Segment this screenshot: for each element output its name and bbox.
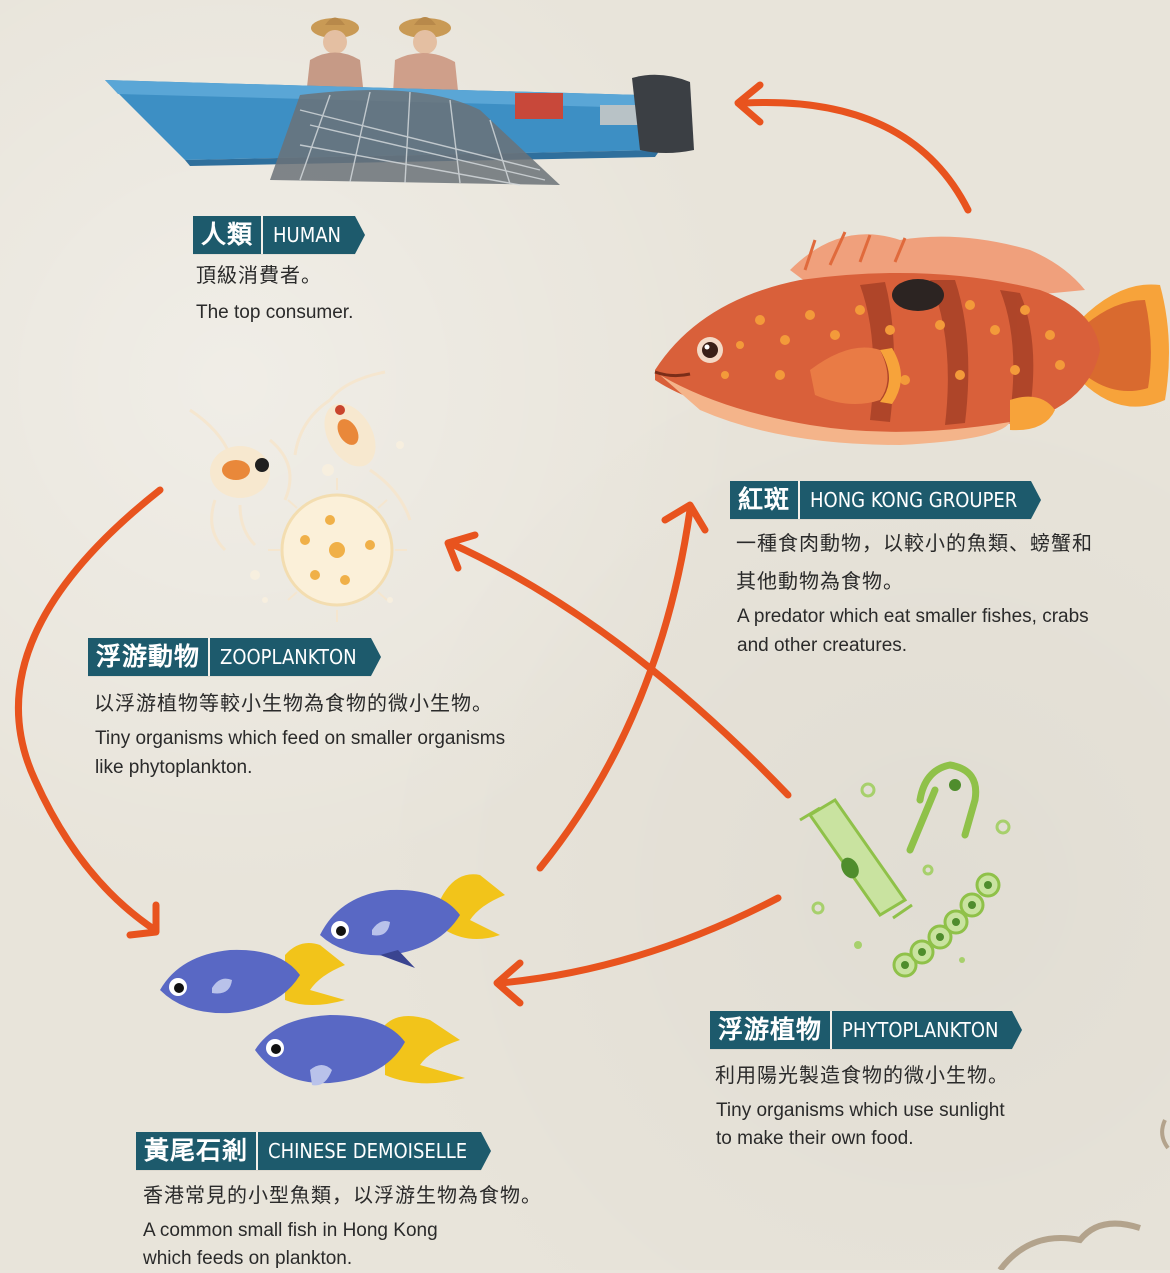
- human-label: 人類 HUMAN: [193, 216, 366, 254]
- grouper-desc-en-line1: A predator which eat smaller fishes, cra…: [737, 606, 1089, 627]
- zooplankton-label-en: ZOOPLANKTON: [208, 638, 371, 676]
- demoiselle-label: 黃尾石剎 CHINESE DEMOISELLE: [136, 1132, 492, 1170]
- phytoplankton-desc-en-line2: to make their own food.: [716, 1128, 914, 1149]
- arrowhead-zooplankton: [444, 531, 479, 572]
- arrowhead-demoiselle-right: [493, 959, 524, 1007]
- arrowhead-grouper: [661, 501, 709, 534]
- grouper-illustration: [654, 231, 1169, 445]
- demoiselle-illustration: [160, 874, 505, 1086]
- phytoplankton-label: 浮游植物 PHYTOPLANKTON: [710, 1011, 1023, 1049]
- corner-decoration: [997, 1220, 1141, 1270]
- grouper-desc-en-line2: and other creatures.: [737, 635, 908, 656]
- arrow-zooplankton-to-demoiselle: [14, 486, 164, 934]
- zooplankton-illustration: [189, 370, 412, 622]
- grouper-label: 紅斑 HONG KONG GROUPER: [730, 481, 1042, 519]
- energy-flow-arrows: [14, 81, 972, 1007]
- grouper-desc-zh-line2: 其他動物為食物。: [736, 569, 904, 593]
- demoiselle-desc-zh: 香港常見的小型魚類，以浮游生物為食物。: [143, 1183, 542, 1207]
- demoiselle-desc-en-line1: A common small fish in Hong Kong: [143, 1220, 438, 1241]
- human-label-zh: 人類: [201, 220, 254, 249]
- demoiselle-label-en: CHINESE DEMOISELLE: [256, 1132, 482, 1170]
- phytoplankton-illustration: [799, 761, 1011, 978]
- demoiselle-desc-en-line2: which feeds on plankton.: [143, 1248, 353, 1269]
- arrow-phytoplankton-to-demoiselle: [496, 894, 782, 987]
- human-desc-zh: 頂級消費者。: [196, 263, 322, 287]
- phytoplankton-label-zh: 浮游植物: [718, 1015, 823, 1044]
- phytoplankton-desc-en-line1: Tiny organisms which use sunlight: [716, 1100, 1005, 1121]
- zooplankton-desc-en-line1: Tiny organisms which feed on smaller org…: [95, 728, 506, 749]
- zooplankton-desc-en-line2: like phytoplankton.: [95, 757, 253, 778]
- demoiselle-label-zh: 黃尾石剎: [144, 1136, 249, 1165]
- human-label-en: HUMAN: [261, 216, 356, 254]
- grouper-label-zh: 紅斑: [738, 485, 791, 514]
- zooplankton-desc-zh: 以浮游植物等較小生物為食物的微小生物。: [94, 691, 493, 715]
- arrowhead-demoiselle-left: [126, 901, 160, 939]
- arrow-demoiselle-to-grouper: [536, 506, 694, 872]
- grouper-desc-zh-line1: 一種食肉動物，以較小的魚類、螃蟹和: [736, 531, 1093, 555]
- phytoplankton-desc-zh: 利用陽光製造食物的微小生物。: [715, 1063, 1009, 1087]
- zooplankton-label: 浮游動物 ZOOPLANKTON: [88, 638, 381, 676]
- arrow-phytoplankton-to-zooplankton: [446, 539, 792, 799]
- arrowhead-human: [734, 81, 764, 126]
- fishing-boat-illustration: [105, 17, 694, 186]
- zooplankton-label-zh: 浮游動物: [96, 642, 201, 671]
- arrow-grouper-to-human: [741, 98, 972, 214]
- phytoplankton-label-en: PHYTOPLANKTON: [830, 1011, 1013, 1049]
- grouper-label-en: HONG KONG GROUPER: [798, 481, 1032, 519]
- human-desc-en: The top consumer.: [196, 302, 354, 323]
